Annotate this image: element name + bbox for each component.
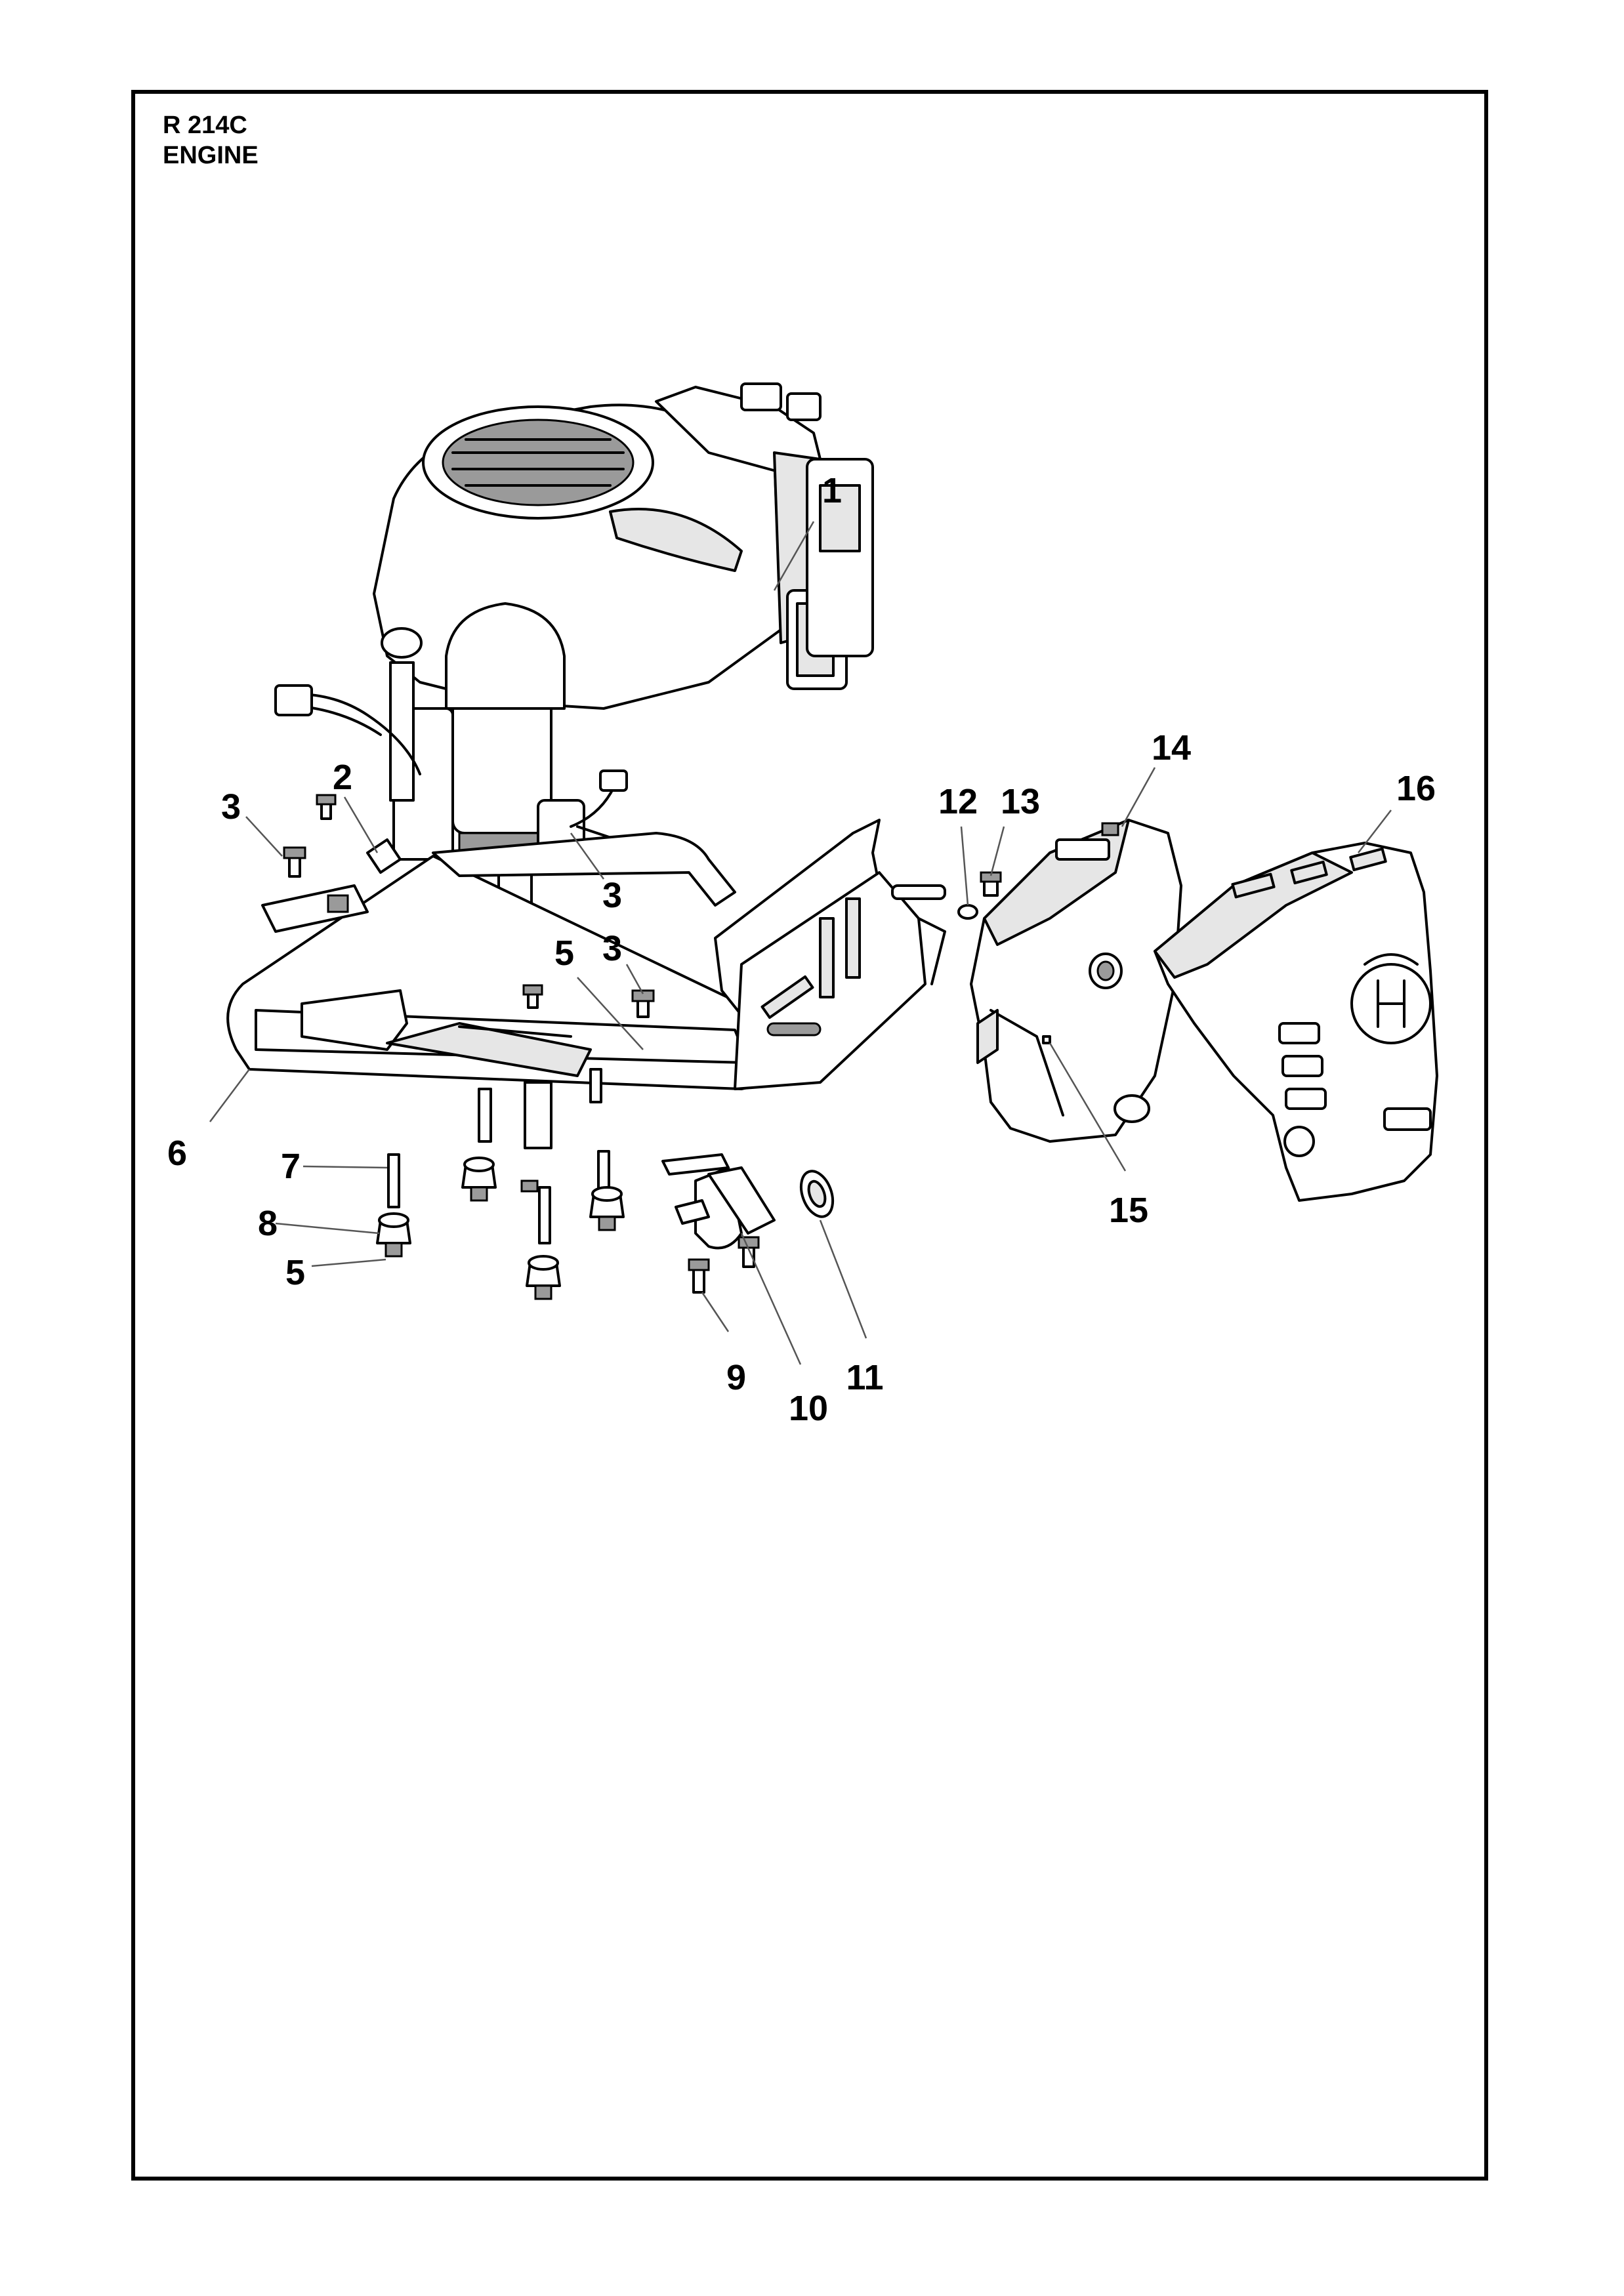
callout-6: 6 [167, 1134, 188, 1173]
callout-15: 15 [1108, 1191, 1149, 1230]
exhaust-pipe-10 [661, 1153, 776, 1250]
bolt-9 [688, 1236, 760, 1294]
page-border [131, 90, 1488, 2181]
callout-10: 10 [788, 1389, 829, 1428]
fastener-bolt-3a [283, 794, 337, 878]
section-title: ENGINE [163, 142, 259, 169]
gasket-11 [799, 1170, 835, 1218]
callout-5: 5 [554, 933, 575, 973]
rear-bracket [714, 819, 946, 1090]
callout-5: 5 [285, 1253, 306, 1292]
engine-assembly [274, 382, 874, 939]
damper-8 [376, 1157, 625, 1300]
callout-1: 1 [822, 471, 843, 510]
callout-2: 2 [332, 758, 353, 797]
fastener-bolt-3c [522, 984, 655, 1018]
model-title: R 214C [163, 112, 247, 139]
callout-13: 13 [1000, 782, 1041, 821]
callout-3: 3 [602, 929, 623, 968]
callout-7: 7 [280, 1147, 301, 1186]
callout-9: 9 [726, 1358, 747, 1397]
stud-7 [387, 1150, 610, 1244]
leader-lines [209, 521, 1392, 1365]
engine-side-cover [1154, 842, 1438, 1202]
muffler-heat-shield [970, 819, 1182, 1143]
washer-12-nut-13 [957, 871, 1002, 920]
callout-8: 8 [257, 1204, 278, 1243]
callout-3: 3 [602, 876, 623, 915]
callout-12: 12 [938, 782, 978, 821]
callout-3: 3 [220, 787, 241, 827]
callout-11: 11 [846, 1358, 884, 1397]
callout-14: 14 [1151, 728, 1192, 768]
bracket-part-2 [366, 838, 402, 874]
callout-16: 16 [1396, 769, 1436, 808]
